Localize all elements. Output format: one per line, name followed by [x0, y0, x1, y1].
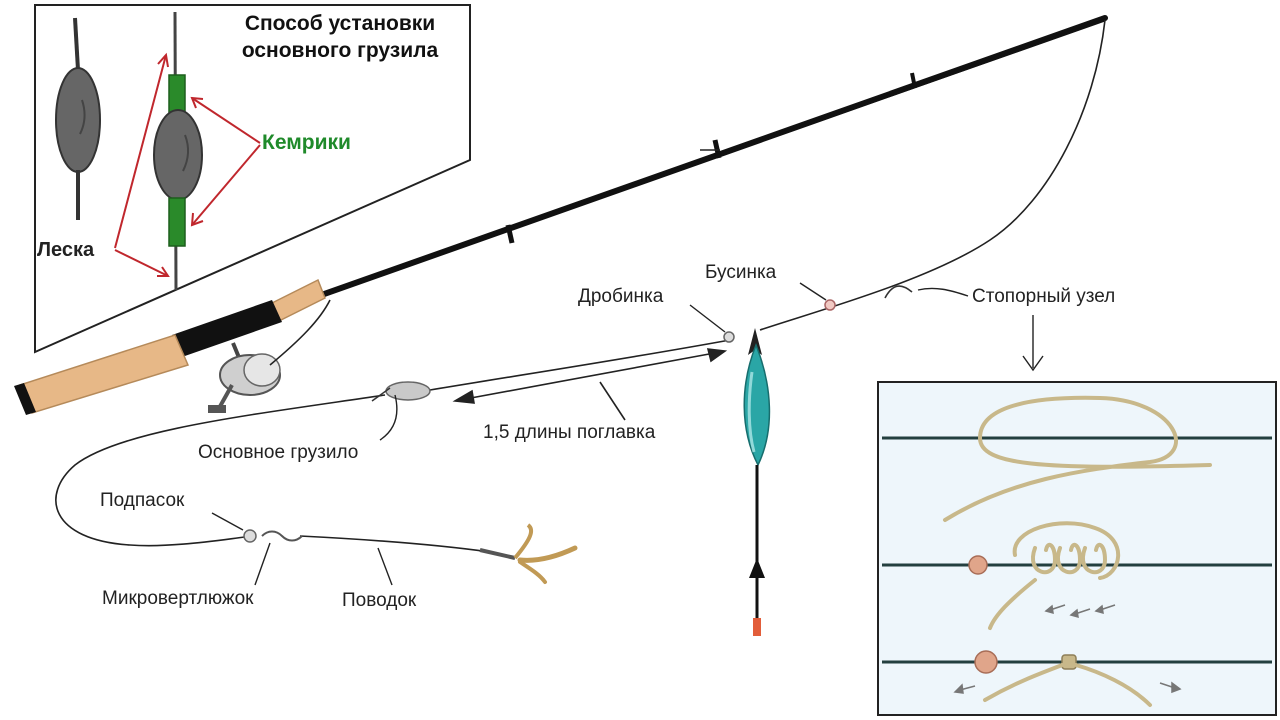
length-arrow	[452, 348, 728, 421]
kembrik-top	[168, 74, 186, 114]
label-drobinka: Дробинка	[578, 286, 664, 307]
arrows-kembriki	[190, 96, 261, 227]
label-kembriki: Кемрики	[262, 131, 351, 154]
tighten-arrows-2	[1044, 604, 1116, 619]
bead-businka	[824, 299, 836, 311]
label-pointers	[211, 282, 1044, 586]
inset-panel	[34, 4, 471, 354]
label-businka: Бусинка	[705, 262, 777, 283]
kembrik-bottom	[168, 197, 186, 247]
label-length: 1,5 длины поглавка	[483, 422, 656, 443]
arrows-leska	[114, 52, 170, 277]
label-leska: Леска	[37, 239, 95, 261]
knot-step-1	[943, 395, 1212, 522]
inset-title: Способ установки основного грузила	[205, 10, 475, 64]
label-swivel: Микровертлюжок	[102, 588, 254, 609]
shot-drobinka	[723, 331, 735, 343]
tighten-arrows-3	[953, 681, 1182, 694]
hook-icon	[479, 523, 578, 584]
knot-step-3	[953, 650, 1182, 707]
sinker-on-line	[153, 11, 203, 291]
stop-knot	[884, 285, 913, 299]
inset-title-line-2: основного грузила	[241, 39, 439, 62]
sinker-standalone	[55, 17, 101, 220]
label-main-sinker: Основное грузило	[198, 442, 359, 463]
knot-panel	[877, 381, 1277, 716]
swivel-and-shot	[243, 529, 303, 543]
label-leader: Поводок	[342, 590, 417, 611]
inset-title-line-1: Способ установки	[244, 12, 436, 35]
fishing-rod	[14, 15, 1108, 415]
knot-step-2	[968, 521, 1121, 630]
fishing-line	[55, 19, 1106, 553]
label-stop-knot: Стопорный узел	[972, 286, 1116, 307]
label-podpasok: Подпасок	[100, 490, 185, 511]
float-icon	[743, 328, 771, 636]
main-sinker	[371, 381, 431, 402]
spinning-reel-icon	[208, 342, 281, 413]
